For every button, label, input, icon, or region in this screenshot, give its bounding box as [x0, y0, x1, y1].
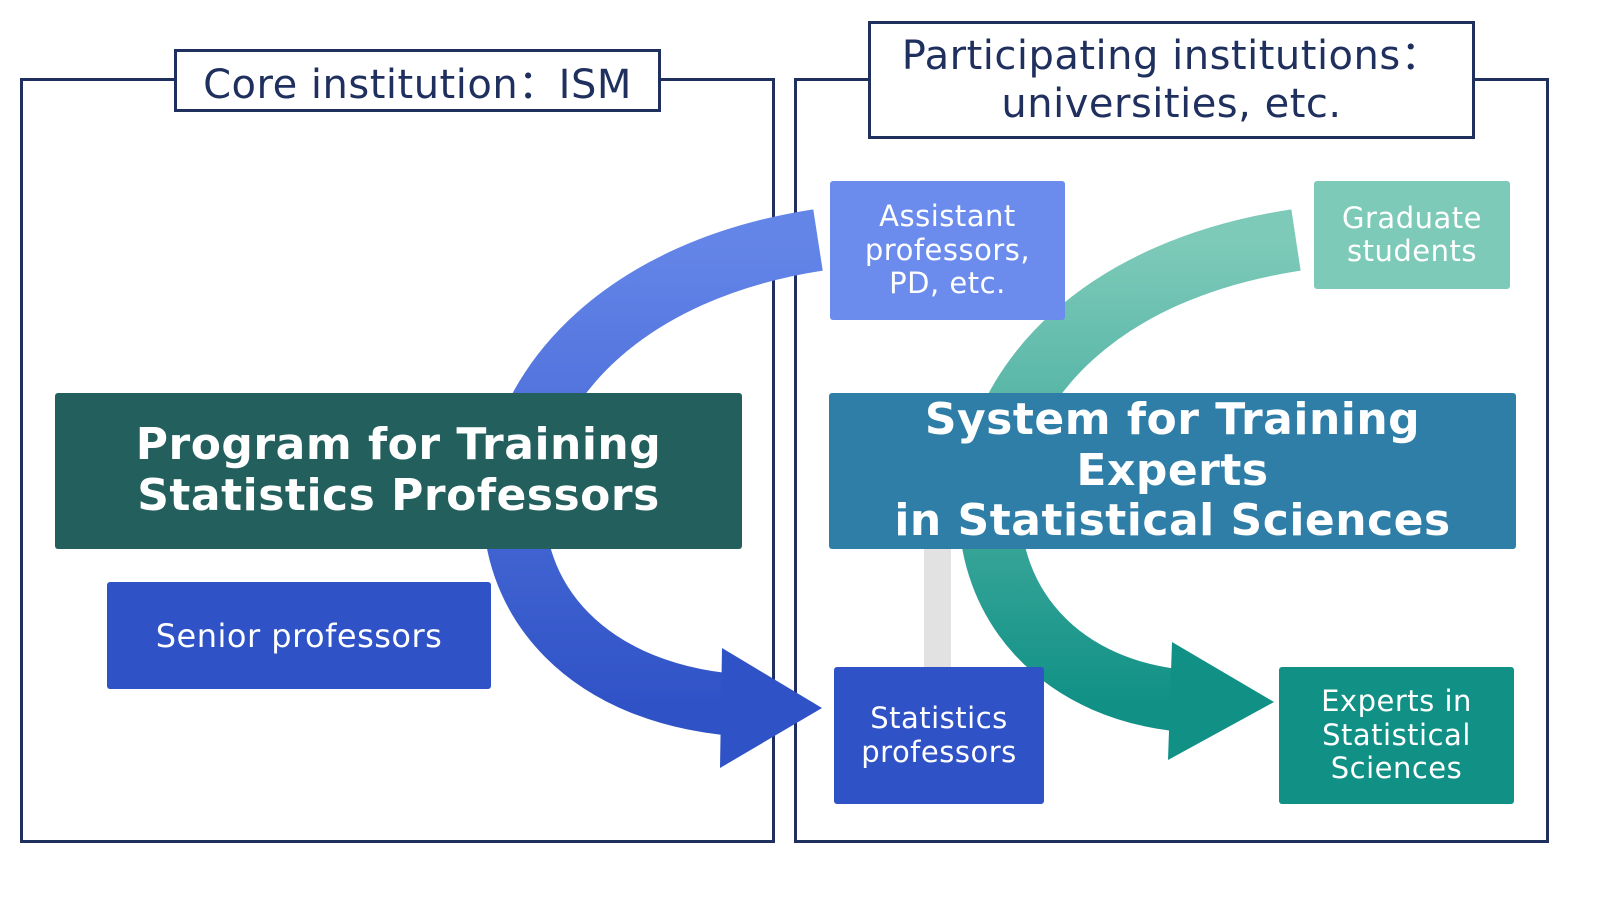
blue-arrowhead	[720, 648, 822, 768]
senior-professors-text: Senior professors	[155, 616, 443, 655]
connector-bar	[924, 546, 951, 668]
statistics-professors-box: Statistics professors	[834, 667, 1044, 804]
graduate-students-text: Graduate students	[1342, 200, 1482, 268]
assistant-professors-text: Assistant professors, PD, etc.	[864, 199, 1031, 301]
graduate-students-box: Graduate students	[1314, 181, 1510, 289]
senior-professors-box: Senior professors	[107, 582, 491, 689]
program-training-professors-box: Program for Training Statistics Professo…	[55, 393, 742, 549]
program-training-professors-text: Program for Training Statistics Professo…	[135, 419, 662, 521]
teal-arrowhead	[1168, 642, 1274, 760]
core-institution-label: Core institution：ISM	[174, 49, 661, 112]
experts-statistical-sciences-text: Experts in Statistical Sciences	[1321, 684, 1472, 786]
statistics-professors-text: Statistics professors	[861, 701, 1017, 769]
participating-institutions-label: Participating institutions： universities…	[868, 21, 1475, 139]
experts-statistical-sciences-box: Experts in Statistical Sciences	[1279, 667, 1514, 804]
participating-institutions-label-text: Participating institutions： universities…	[901, 33, 1442, 127]
system-training-experts-text: System for Training Experts in Statistic…	[894, 394, 1451, 547]
system-training-experts-box: System for Training Experts in Statistic…	[829, 393, 1516, 549]
assistant-professors-box: Assistant professors, PD, etc.	[830, 181, 1065, 320]
core-institution-label-text: Core institution：ISM	[203, 61, 632, 108]
